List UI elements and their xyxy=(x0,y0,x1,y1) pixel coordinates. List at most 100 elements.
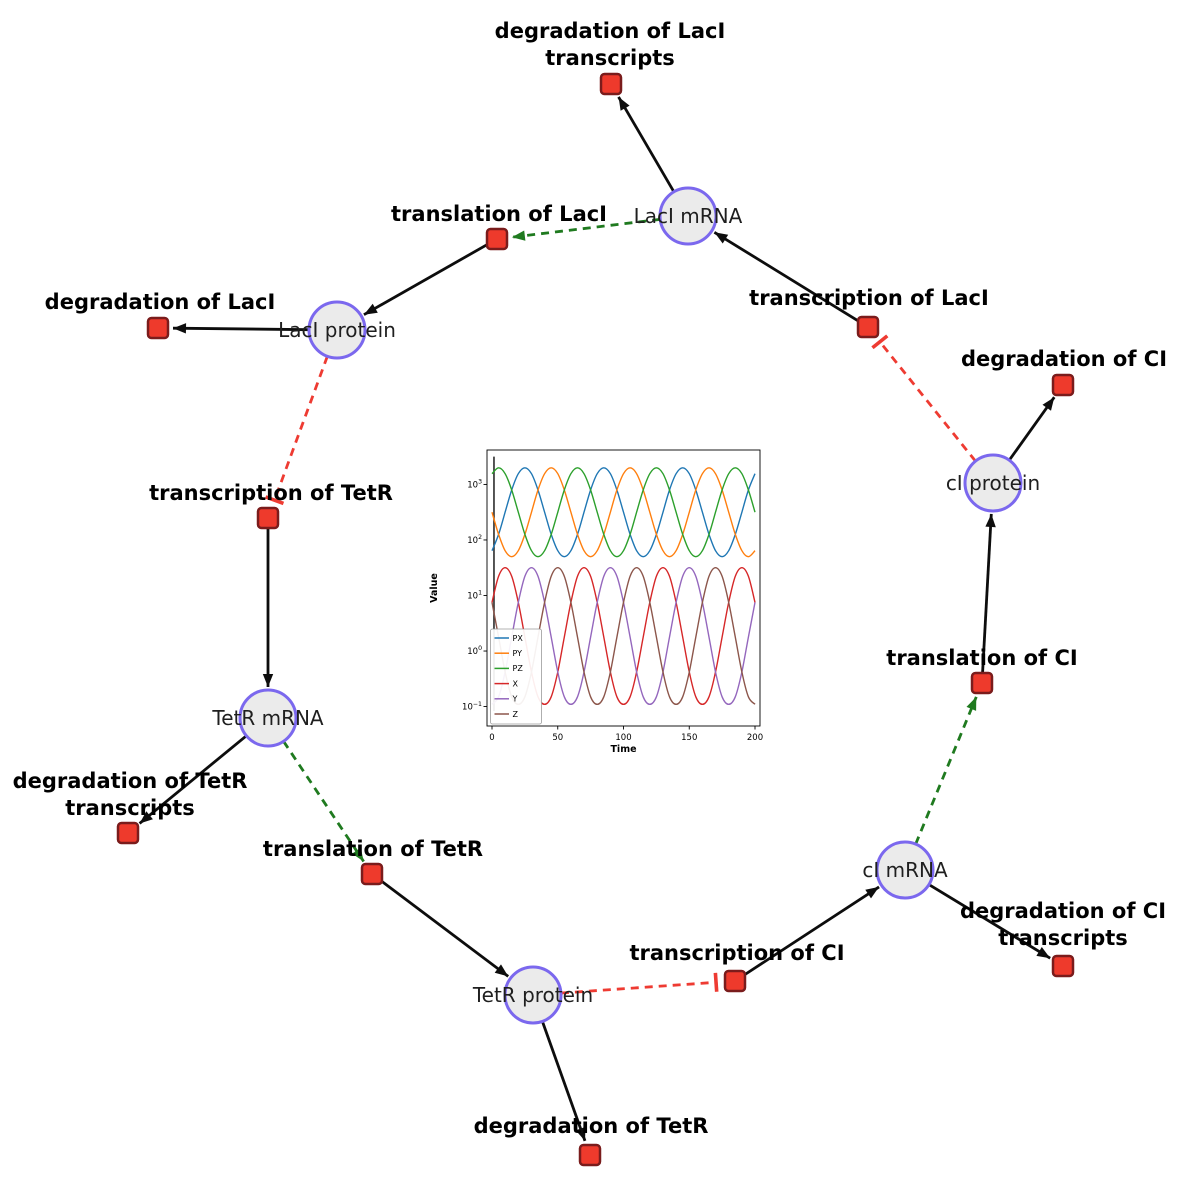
edge-ci_mrna-deg_ci_tx xyxy=(928,883,1051,960)
reaction-node-deg_laci_tx xyxy=(599,72,623,96)
species-node-ci_protein xyxy=(963,453,1023,513)
reaction-node-deg_tetr xyxy=(578,1143,602,1167)
arrowhead-icon xyxy=(494,964,509,977)
edge-ci_mrna-translation_ci xyxy=(914,696,978,845)
edge-tetr_mrna-translation_tetr xyxy=(282,740,365,863)
legend-label-X: X xyxy=(513,679,519,688)
inhibition-tbar xyxy=(871,334,889,350)
arrowhead-icon xyxy=(352,847,364,862)
reaction-node-deg_ci xyxy=(1051,373,1075,397)
x-tick-label: 100 xyxy=(615,733,631,743)
species-node-laci_mrna xyxy=(658,186,718,246)
edge-translation_tetr-tetr_protein xyxy=(379,879,510,978)
edge-ci_protein-transcription_laci xyxy=(878,340,977,463)
reaction-label-deg_tetr_tx: transcripts xyxy=(65,796,195,820)
reaction-label-transcription_tetr: transcription of TetR xyxy=(149,481,393,505)
reaction-node-deg_tetr_tx xyxy=(116,821,140,845)
inhibition-tbar xyxy=(265,495,285,506)
reaction-node-translation_tetr xyxy=(360,862,384,886)
nodes-layer xyxy=(116,72,1075,1167)
arrowhead-icon xyxy=(511,230,526,241)
arrowhead-icon xyxy=(966,696,977,711)
edge-laci_protein-transcription_tetr xyxy=(273,355,329,501)
edge-tetr_mrna-deg_tetr_tx xyxy=(138,734,248,825)
species-label-ci_protein: cI protein xyxy=(946,471,1040,495)
legend-label-PX: PX xyxy=(513,634,524,643)
x-tick-label: 200 xyxy=(747,733,763,743)
edge-translation_ci-ci_protein xyxy=(981,513,993,673)
legend-label-Y: Y xyxy=(512,695,518,704)
legend-label-PY: PY xyxy=(513,649,523,658)
x-tick-label: 0 xyxy=(489,733,494,743)
edge-transcription_laci-laci_mrna xyxy=(713,231,860,323)
edge-translation_laci-laci_protein xyxy=(363,243,489,316)
edge-laci_mrna-translation_laci xyxy=(511,217,661,239)
reaction-node-deg_ci_tx xyxy=(1051,954,1075,978)
reaction-label-deg_ci: degradation of CI xyxy=(961,347,1167,371)
arrowhead-icon xyxy=(714,232,729,244)
reaction-label-deg_ci_tx: transcripts xyxy=(998,926,1128,950)
reaction-label-deg_tetr: degradation of TetR xyxy=(474,1114,709,1138)
edge-transcription_ci-ci_mrna xyxy=(743,885,880,977)
y-tick-label: 10−1 xyxy=(462,701,482,713)
y-tick-label: 100 xyxy=(467,645,482,657)
reaction-label-deg_tetr_tx: degradation of TetR xyxy=(13,769,248,793)
arrowhead-icon xyxy=(575,1126,586,1141)
edge-laci_mrna-deg_laci_tx xyxy=(617,96,676,193)
y-tick-label: 102 xyxy=(467,534,482,546)
arrowhead-icon xyxy=(1042,397,1055,411)
reaction-label-translation_laci: translation of LacI xyxy=(391,202,607,226)
arrowhead-icon xyxy=(865,886,879,899)
reaction-label-deg_laci: degradation of LacI xyxy=(45,290,276,314)
arrowhead-icon xyxy=(1036,947,1051,959)
series-line-PX xyxy=(491,467,756,558)
reaction-label-deg_ci_tx: degradation of CI xyxy=(960,899,1166,923)
arrowhead-icon xyxy=(139,811,153,824)
inhibition-tbar xyxy=(713,972,719,992)
species-node-ci_mrna xyxy=(875,840,935,900)
reaction-node-translation_laci xyxy=(485,227,509,251)
species-label-ci_mrna: cI mRNA xyxy=(862,858,948,882)
species-label-laci_mrna: LacI mRNA xyxy=(634,204,743,228)
edges-layer xyxy=(138,96,1056,1142)
reaction-node-deg_laci xyxy=(146,316,170,340)
species-label-tetr_mrna: TetR mRNA xyxy=(211,706,324,730)
y-tick-label: 101 xyxy=(467,590,482,602)
reaction-node-translation_ci xyxy=(970,671,994,695)
arrowhead-icon xyxy=(173,323,187,334)
edge-laci_protein-deg_laci xyxy=(172,326,310,332)
species-label-tetr_protein: TetR protein xyxy=(472,983,593,1007)
reaction-label-translation_ci: translation of CI xyxy=(886,646,1077,670)
reaction-label-translation_tetr: translation of TetR xyxy=(263,837,483,861)
reaction-label-transcription_laci: transcription of LacI xyxy=(749,286,989,310)
arrowhead-icon xyxy=(985,514,996,528)
x-tick-label: 150 xyxy=(681,733,697,743)
y-axis-label: Value xyxy=(429,573,440,603)
reaction-label-deg_laci_tx: transcripts xyxy=(545,46,675,70)
reaction-node-transcription_tetr xyxy=(256,506,280,530)
reaction-label-deg_laci_tx: degradation of LacI xyxy=(495,19,726,43)
species-label-laci_protein: LacI protein xyxy=(278,318,396,342)
reaction-node-transcription_laci xyxy=(856,315,880,339)
series-line-PZ xyxy=(491,467,756,558)
reaction-label-transcription_ci: transcription of CI xyxy=(629,941,844,965)
arrowhead-icon xyxy=(618,97,630,111)
legend-label-Z: Z xyxy=(513,710,519,719)
edge-tetr_protein-transcription_ci xyxy=(560,980,717,995)
series-line-PY xyxy=(491,467,756,558)
labels-layer: degradation of LacI transcripts translatio… xyxy=(13,19,1167,1138)
species-node-tetr_mrna xyxy=(238,688,298,748)
legend-label-PZ: PZ xyxy=(513,664,524,673)
arrowhead-icon xyxy=(262,674,274,687)
edge-tetr_protein-deg_tetr xyxy=(541,1020,587,1142)
species-node-tetr_protein xyxy=(503,965,563,1025)
reaction-node-transcription_ci xyxy=(723,969,747,993)
arrowhead-icon xyxy=(363,303,378,315)
legend: PX PY PZ XYZ xyxy=(490,628,542,725)
x-axis-label: Time xyxy=(610,744,636,755)
y-tick-label: 103 xyxy=(467,479,482,491)
x-tick-label: 50 xyxy=(552,733,563,743)
